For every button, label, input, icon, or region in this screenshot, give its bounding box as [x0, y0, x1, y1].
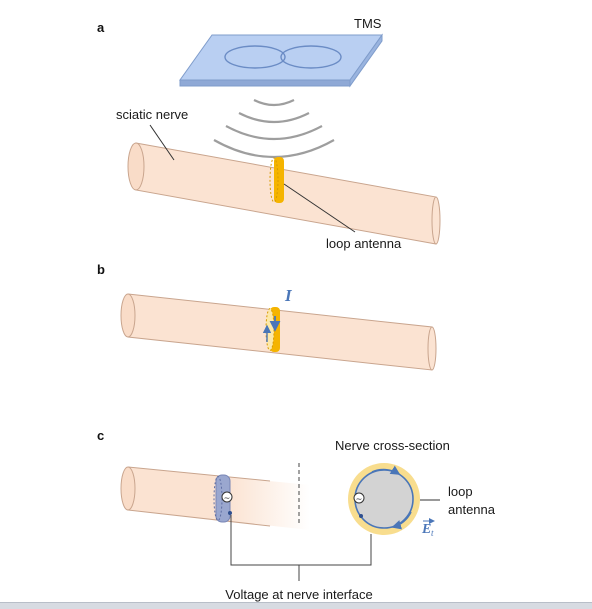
cross-section-contact-icon: [359, 514, 363, 518]
tms-label: TMS: [354, 16, 382, 31]
coil-right-loop: [280, 45, 342, 69]
panel-a: a TMS sciatic nerve: [97, 16, 441, 251]
panel-a-letter: a: [97, 20, 105, 35]
cross-section-antenna-label-2: antenna: [448, 502, 496, 517]
voltage-source-icon-2: [353, 492, 365, 504]
current-symbol: I: [284, 286, 293, 305]
field-symbol: E: [421, 522, 431, 537]
panel-b-letter: b: [97, 262, 105, 277]
loop-antenna-a: [269, 157, 284, 203]
sciatic-nerve-label: sciatic nerve: [116, 107, 188, 122]
cross-section-antenna-label-1: loop: [448, 484, 473, 499]
loop-antenna-b: [262, 307, 281, 352]
nerve-cross-section: ~: [348, 463, 420, 535]
tangential-field-label: E t: [421, 518, 435, 538]
panel-c: c ~ Nerve cross-section ~: [97, 428, 496, 602]
voltage-wiring: [230, 515, 372, 581]
electrode-contact-icon: [228, 511, 232, 515]
sciatic-nerve-a: [127, 142, 441, 245]
loop-antenna-label: loop antenna: [326, 236, 402, 251]
bottom-scrollbar[interactable]: [0, 602, 592, 609]
loop-antenna-leader: [283, 183, 356, 233]
field-subscript: t: [431, 528, 434, 538]
coil-left-loop: [224, 45, 286, 69]
electrode-band-c: ~: [213, 474, 233, 523]
tms-coil: [179, 33, 383, 88]
cross-section-title: Nerve cross-section: [335, 438, 450, 453]
panel-b: b I: [97, 262, 437, 371]
svg-text:~: ~: [224, 494, 231, 503]
voltage-label: Voltage at nerve interface: [225, 587, 372, 602]
svg-text:~: ~: [356, 495, 363, 504]
sciatic-nerve-leader: [149, 124, 175, 161]
panel-c-letter: c: [97, 428, 104, 443]
magnetic-field-arcs: [213, 99, 335, 159]
voltage-source-icon: [221, 491, 233, 503]
